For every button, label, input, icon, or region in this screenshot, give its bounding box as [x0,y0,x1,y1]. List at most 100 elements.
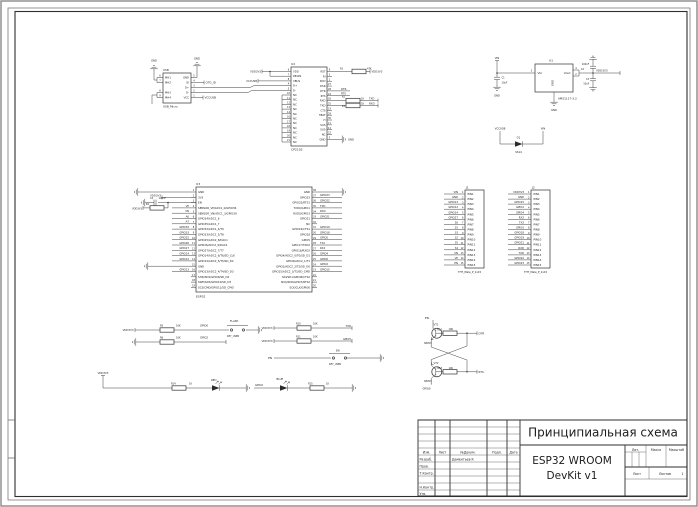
pin-number: 35 [313,205,316,208]
pin-name: EN [198,201,202,205]
resistor-r1 [351,68,367,75]
pin-name: PIN5 [534,212,540,216]
pin-name: SUS [320,123,326,127]
j2-ref: J2 [531,186,535,190]
pin-number: 28 [313,242,316,245]
r10-value: 10K [313,323,318,326]
pin-number: 12 [192,247,195,250]
pin-number: 4 [462,206,464,209]
pin-number: 1 [193,95,195,98]
pin-name: TXD0/GPIO1 [293,206,311,210]
c1-value: 10uF [502,81,509,84]
net-vin: VIN [495,56,500,60]
resistor-r10 [296,325,312,331]
u1-value: AMS1117-3.3 [558,96,577,100]
pin-name: MH1 [165,76,171,80]
lit-label: Лит. [632,448,639,452]
pin-name: NC [293,98,297,102]
net-en: EN [268,356,272,360]
col-doc: №Докум. [461,450,476,454]
pin-number: 14 [192,258,195,261]
pin-name: NC [306,222,310,226]
pin-name: NC [293,107,297,111]
pin-number: 29 [313,237,316,240]
pin-number: 6 [159,75,161,78]
pin-number: 7 [462,222,464,225]
net-stub: GPIO4 [320,252,328,256]
led-blue-row: GPIO2 BLUE R15 1K [254,377,356,393]
c4-value: 100nF [159,197,167,200]
pin-number: 20 [287,134,290,137]
u2-cp2102: U2 CP2102 VDD3V3 VCCUSB R1 47K VDD3V3 DT… [246,62,382,152]
pin-name: GPIO27/ADC2_7/T7 [198,248,224,252]
net-stub: GPIO19 [320,225,330,229]
r15-ref: R15 [308,382,313,385]
pin-name: NC [293,93,297,97]
led-arrow [283,380,287,385]
net-stub: RX2 [320,246,326,250]
pin-number: 16 [192,269,195,272]
led-arrow [286,381,290,385]
pin-name: PIN10 [534,238,542,242]
net-stub: GPIO27 [448,215,458,219]
col-data: Дата [509,450,517,454]
gnd-symbol [339,187,346,197]
pin-name: VCC [184,96,190,100]
u1-pin-out-num2: 2 [575,73,577,76]
d1-value: SS14 [515,150,522,154]
resistor-r15 [309,385,325,391]
pin-number: 9 [528,232,530,235]
net-stub: VP [186,204,190,208]
row-tkontr: Т.Контр. [419,472,434,476]
net-stub: VDD3V3 [513,190,524,194]
vt2-value: S8050 [424,380,432,383]
gnd-symbol [339,135,346,144]
button-contact [230,328,233,332]
pin-number: 7 [528,222,530,225]
doc-title: Принципиальная схема [528,426,678,440]
r14-ref: R14 [171,382,176,385]
pin-number: 5 [193,75,195,78]
r5-value: 10K [176,325,181,328]
pin-name: DCD [320,79,326,83]
usb-ref: USB [163,68,169,72]
u1-regulator: VIN 3 C1 10uF GND U1 Vin Vout GND GND AM… [492,56,621,112]
flash-button-row: VDD3V3 R5 10K GPIO0 FLASH KEY_USER [123,319,262,338]
gnd-symbol [144,262,151,271]
c2-ref: C2 [581,68,585,71]
button-contact [344,356,347,360]
pin-name: PIN8 [468,227,474,231]
net-rxd: RXD [369,102,375,106]
pin-name: GPIO12/ADC2_5/T5/SD_D2 [198,259,234,263]
j2-value: THT_Male_P_1x15 [524,270,548,274]
col-podp: Подп. [492,450,502,454]
u3-ref: U3 [196,182,200,186]
pin-name: HEAT [319,113,326,117]
gnd-symbol [243,383,250,393]
row-nkontr: Н.Контр. [420,486,435,490]
net-vdd3v3: VDD3V3 [596,69,608,73]
pin-name: VBUS [293,79,300,83]
net-stub: GPIO15 [514,200,524,204]
pin-number: 7 [288,73,290,76]
pin-number: 9 [159,95,161,98]
pin-name: PIN6 [534,217,540,221]
gnd-symbol [588,85,598,92]
pin-name: SHD/SD2/GPIO9/SD_D2 [198,275,230,279]
net-gpio5: GPIO5 [343,337,351,341]
r6-row: R6 10K GPIO2 [132,336,227,347]
net-dtr: DTR [341,87,347,91]
pin-name: PIN11 [534,243,542,247]
pin-name: PIN10 [468,238,476,242]
pin-name: PIN3 [534,202,540,206]
r12-value: 10K [449,328,454,331]
pin-number: 1 [528,191,530,194]
pin-name: RST [320,70,325,74]
pin-name: GND [183,76,189,80]
resistor-r2 [345,97,361,104]
pin-number: 2 [528,196,530,199]
pin-number: 31 [313,226,316,229]
net-stub: TX2 [519,220,524,224]
pin-name: GND [198,264,204,268]
